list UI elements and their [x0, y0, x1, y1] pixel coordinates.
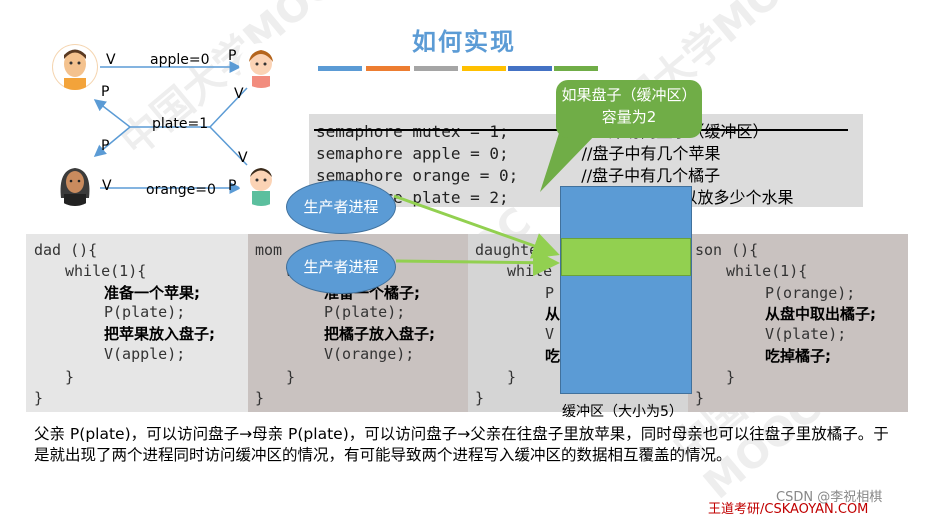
code-line: 准备一个苹果;: [104, 284, 200, 302]
code-line: 吃掉橘子;: [765, 347, 831, 365]
p-label: P: [228, 178, 237, 194]
v-label: V: [102, 178, 112, 194]
v-label: V: [106, 52, 116, 68]
semaphore-comment: //盘子中有几个橘子: [581, 166, 721, 185]
orange-semaphore-label: orange=0: [146, 182, 216, 198]
code-line: 从盘中取出橘子;: [765, 305, 876, 323]
stripe-segment: [462, 66, 506, 71]
slide-title: 如何实现: [412, 28, 516, 56]
code-line: while(1){: [726, 262, 808, 280]
daughter-avatar: [238, 42, 284, 88]
code-line: P(orange);: [765, 284, 856, 302]
capacity-callout-text: 如果盘子（缓冲区）容量为2: [561, 86, 697, 126]
csdn-watermark: CSDN @李祝相棋: [776, 490, 883, 505]
code-line: 从: [545, 305, 561, 323]
code-line: }: [475, 389, 485, 407]
code-line: }: [726, 368, 736, 386]
mom-avatar: [52, 160, 98, 206]
buffer-slot-filled: [561, 238, 691, 276]
code-line: }: [34, 389, 44, 407]
code-line: V(orange);: [324, 345, 415, 363]
code-line: V: [545, 325, 555, 343]
semaphore-code: semaphore apple = 0;: [316, 144, 509, 163]
semaphore-code: semaphore mutex = 1;: [316, 122, 509, 141]
semaphore-line: semaphore orange = 0; //盘子中有几个橘子: [316, 162, 720, 186]
semaphore-line: semaphore apple = 0; //盘子中有几个苹果: [316, 140, 720, 164]
stripe-segment: [554, 66, 598, 71]
code-line: mom: [255, 241, 283, 259]
code-line: P(plate);: [104, 303, 186, 321]
dad-avatar: [52, 44, 98, 90]
code-line: P: [545, 284, 555, 302]
semaphore-comment: //盘子中有几个苹果: [581, 144, 721, 163]
code-line: }: [507, 368, 517, 386]
stripe-segment: [414, 66, 458, 71]
code-line: }: [65, 368, 75, 386]
explanation-paragraph: 父亲 P(plate)，可以访问盘子→母亲 P(plate)，可以访问盘子→父亲…: [34, 425, 889, 464]
code-line: V(apple);: [104, 345, 186, 363]
son-avatar: [238, 160, 284, 206]
producer-process-ellipse: 生产者进程: [286, 240, 396, 294]
p-label: P: [101, 138, 110, 154]
p-label: P: [228, 48, 237, 64]
code-line: 把橘子放入盘子;: [324, 325, 435, 343]
capacity-callout: [556, 80, 702, 138]
buffer-label: 缓冲区（大小为5）: [562, 404, 683, 420]
stripe-segment: [318, 66, 362, 71]
p-label: P: [101, 84, 110, 100]
code-line: 吃: [545, 347, 561, 365]
v-label: V: [238, 150, 248, 166]
code-line: P(plate);: [324, 303, 406, 321]
code-line: }: [695, 389, 705, 407]
code-line: while(1){: [65, 262, 147, 280]
son-process-panel: [688, 234, 908, 412]
code-line: }: [286, 368, 296, 386]
stripe-segment: [508, 66, 552, 71]
semaphore-code: semaphore orange = 0;: [316, 166, 519, 185]
v-label: V: [234, 86, 244, 102]
code-line: 把苹果放入盘子;: [104, 325, 215, 343]
stripe-segment: [366, 66, 410, 71]
code-line: dad (){: [34, 241, 98, 259]
apple-semaphore-label: apple=0: [150, 52, 210, 68]
plate-semaphore-label: plate=1: [152, 116, 209, 132]
footer-brand: 王道考研/CSKAOYAN.COM: [708, 502, 869, 517]
code-line: V(plate);: [765, 325, 847, 343]
code-line: son (){: [695, 241, 759, 259]
dad-process-panel: [26, 234, 248, 412]
code-line: }: [255, 389, 265, 407]
buffer-block: [560, 186, 692, 394]
producer-process-ellipse: 生产者进程: [286, 180, 396, 234]
callout-pointer: [540, 130, 600, 192]
